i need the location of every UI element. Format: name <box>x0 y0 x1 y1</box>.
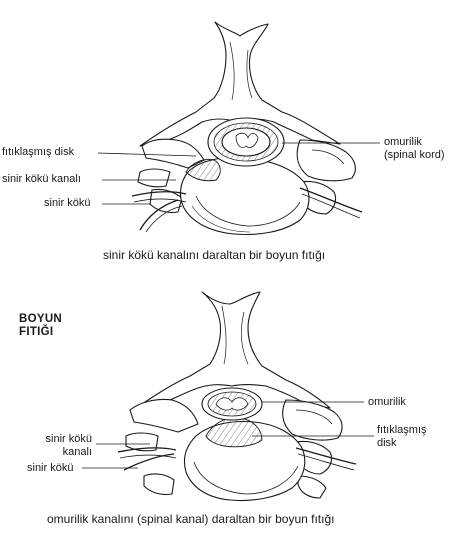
bottom-leader-lines <box>82 401 374 469</box>
label-nerve-root-canal-bottom: sinir kökü kanalı <box>30 433 92 459</box>
label-herniated-disk-top: fıtıklaşmış disk <box>2 146 75 158</box>
label-spinal-cord-top: omurilik (spinal kord) <box>384 136 445 162</box>
label-spinal-cord-top-line1: omurilik <box>384 136 422 148</box>
label-nerve-root-canal-bottom-line2: kanalı <box>62 446 92 458</box>
label-herniated-disk-bottom-line1: fıtıklaşmış <box>377 424 427 436</box>
label-nerve-root-canal-bottom-line1: sinir kökü <box>45 433 92 445</box>
label-nerve-root-canal-top: sinir kökü kanalı <box>2 173 81 185</box>
label-herniated-disk-bottom-line2: disk <box>377 437 397 449</box>
label-nerve-root-top: sinir kökü <box>44 197 91 209</box>
top-vertebra-drawing <box>131 21 363 235</box>
label-nerve-root-bottom: sinir kökü <box>27 462 74 474</box>
caption-bottom: omurilik kanalını (spinal kanal) daralta… <box>47 512 335 526</box>
label-spinal-cord-bottom: omurilik <box>368 396 406 408</box>
section-title-line2: FITIĞI <box>19 326 54 338</box>
caption-top: sinir kökü kanalını daraltan bir boyun f… <box>103 248 326 262</box>
section-title: BOYUN FITIĞI <box>19 313 62 339</box>
label-spinal-cord-top-line2: (spinal kord) <box>384 149 445 161</box>
section-title-line1: BOYUN <box>19 313 63 325</box>
label-herniated-disk-bottom: fıtıklaşmış disk <box>377 424 427 450</box>
bottom-vertebra-drawing <box>117 291 357 501</box>
top-leader-lines <box>97 142 380 205</box>
